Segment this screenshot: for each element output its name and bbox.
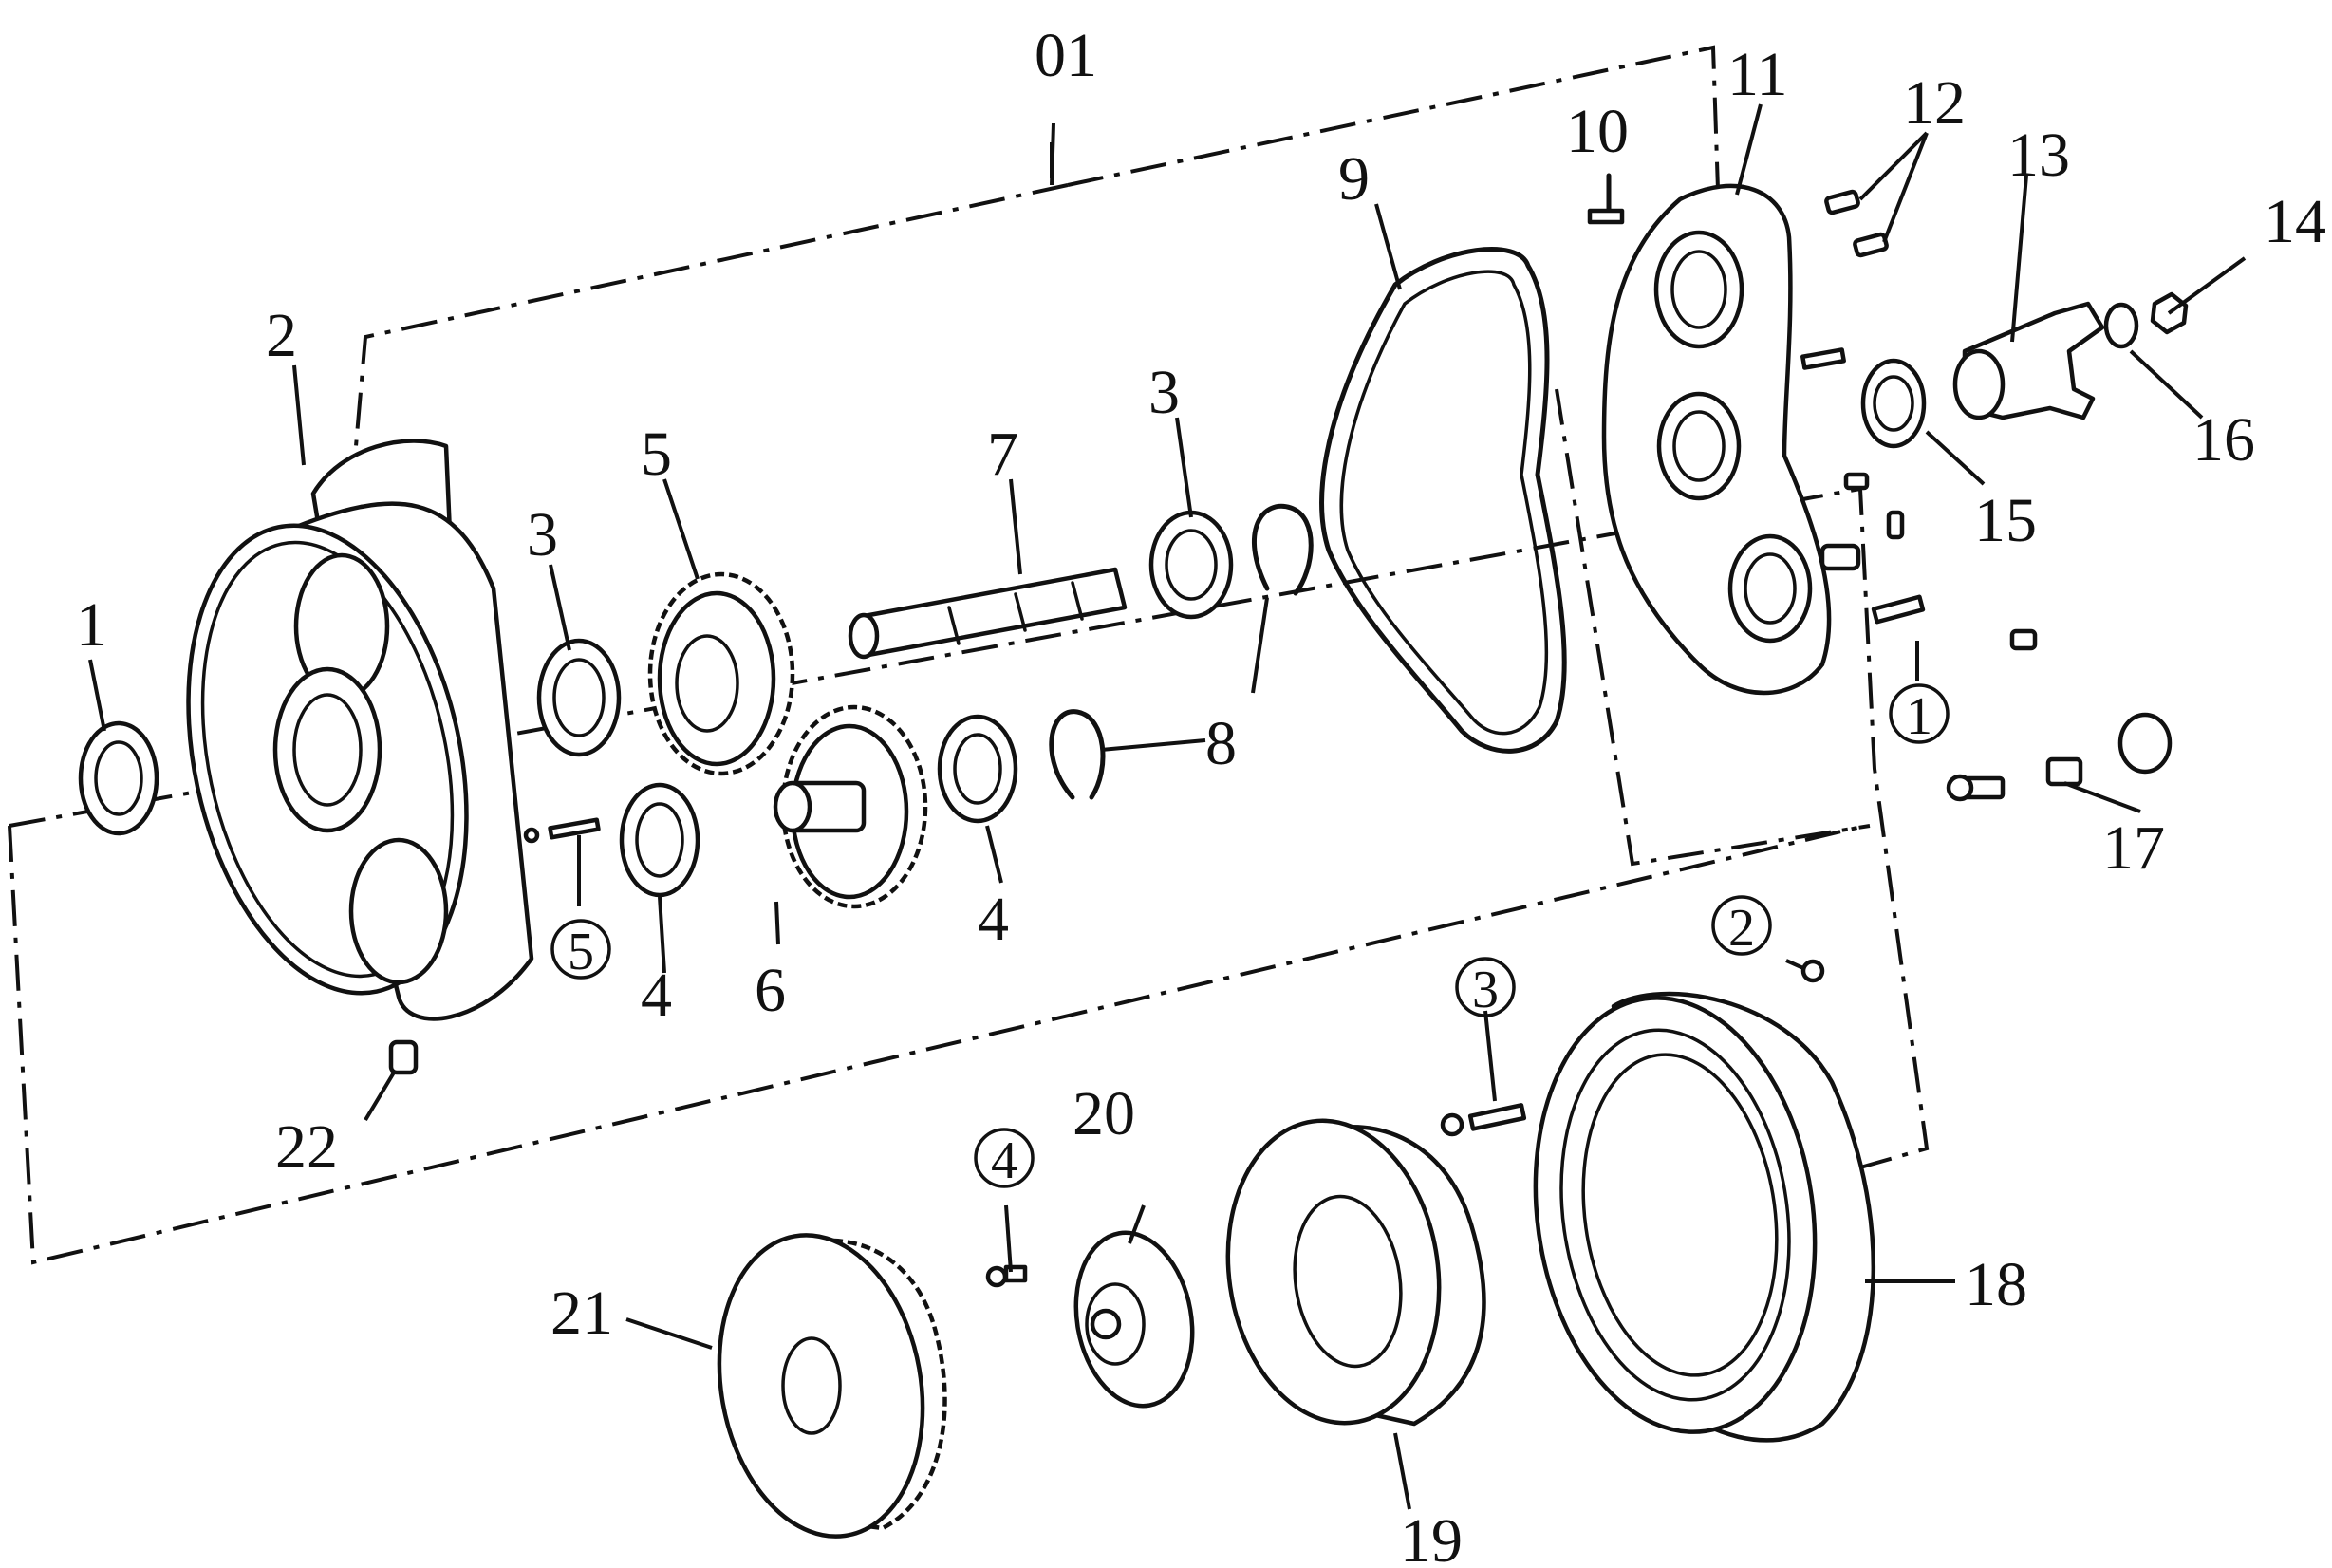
label-19: 19 — [1400, 1506, 1463, 1568]
part-8-snap-ring-upper — [1251, 503, 1314, 596]
part-18-ring-housing — [1533, 991, 1876, 1443]
label-10: 10 — [1566, 97, 1629, 166]
label-7: 7 — [987, 420, 1018, 489]
label-11: 11 — [1727, 40, 1788, 109]
part-15-seal — [1860, 358, 1927, 449]
part-19-drum — [1225, 1118, 1486, 1427]
part-5-gear — [647, 571, 795, 776]
label-4-right: 4 — [978, 885, 1009, 954]
small-fasteners — [1800, 347, 2038, 651]
part-8-snap-ring-lower — [1049, 709, 1106, 800]
part-10-dowel-pin — [1587, 173, 1625, 225]
circled-label-3: 3 — [1455, 957, 1516, 1019]
part-6-gear-with-hub — [773, 704, 928, 909]
circled-label-5: 5 — [550, 919, 611, 981]
part-5-circled-bolt — [523, 817, 601, 844]
part-17-breather-fitting — [1946, 712, 2173, 802]
svg-text:1: 1 — [1906, 687, 1932, 746]
svg-text:5: 5 — [568, 923, 594, 981]
part-9-gasket — [1319, 247, 1567, 754]
svg-text:3: 3 — [1472, 961, 1499, 1019]
label-17: 17 — [2102, 813, 2165, 883]
svg-text:2: 2 — [1728, 899, 1755, 958]
label-15: 15 — [1974, 486, 2037, 555]
part-4-bearing-right — [937, 714, 1018, 824]
circled-label-4: 4 — [974, 1128, 1035, 1190]
part-22-plug — [388, 1039, 419, 1075]
part-4-bearing-left — [619, 782, 700, 898]
label-3-left: 3 — [527, 500, 558, 569]
part-3-bearing-right — [1148, 510, 1234, 620]
label-6: 6 — [755, 956, 786, 1025]
label-9: 9 — [1338, 144, 1370, 214]
label-8-lower: 8 — [1205, 709, 1237, 778]
part-3-bearing-left — [536, 638, 622, 757]
label-14: 14 — [2264, 187, 2326, 256]
circled-label-2: 2 — [1711, 895, 1772, 958]
label-16: 16 — [2192, 405, 2255, 475]
part-11-housing-plate — [1601, 183, 1832, 696]
part-number-labels: 01 1 2 3 3 5 7 9 10 11 12 13 14 15 16 17… — [76, 21, 2326, 1568]
label-4-left: 4 — [641, 961, 672, 1030]
label-22: 22 — [275, 1112, 338, 1182]
part-2-housing-cover — [186, 439, 534, 1021]
part-20-hub-plate — [1073, 1230, 1195, 1409]
part-7-splined-shaft — [848, 567, 1128, 660]
leader-lines — [88, 103, 2247, 1510]
circled-fasteners-lower — [985, 959, 1825, 1288]
label-2: 2 — [266, 301, 297, 370]
label-20: 20 — [1073, 1079, 1135, 1148]
part-13-yoke-flange — [1952, 301, 2105, 420]
label-21: 21 — [550, 1279, 613, 1348]
label-3-right: 3 — [1148, 358, 1180, 427]
label-01: 01 — [1035, 21, 1097, 90]
circled-labels: 1 2 3 4 5 — [550, 683, 1950, 1190]
label-1: 1 — [76, 590, 107, 660]
circled-label-1: 1 — [1889, 683, 1950, 746]
svg-text:4: 4 — [991, 1131, 1017, 1190]
part-12-set-screws — [1824, 189, 1889, 258]
part-16-washer — [2103, 302, 2139, 349]
label-12: 12 — [1903, 68, 1966, 138]
label-18: 18 — [1965, 1250, 2027, 1319]
part-1-oil-seal — [78, 720, 159, 836]
label-5: 5 — [641, 420, 672, 489]
assembly-bracket-lines — [8, 45, 1930, 1265]
label-13: 13 — [2007, 121, 2070, 190]
part-21-ring-gear — [717, 1233, 947, 1539]
